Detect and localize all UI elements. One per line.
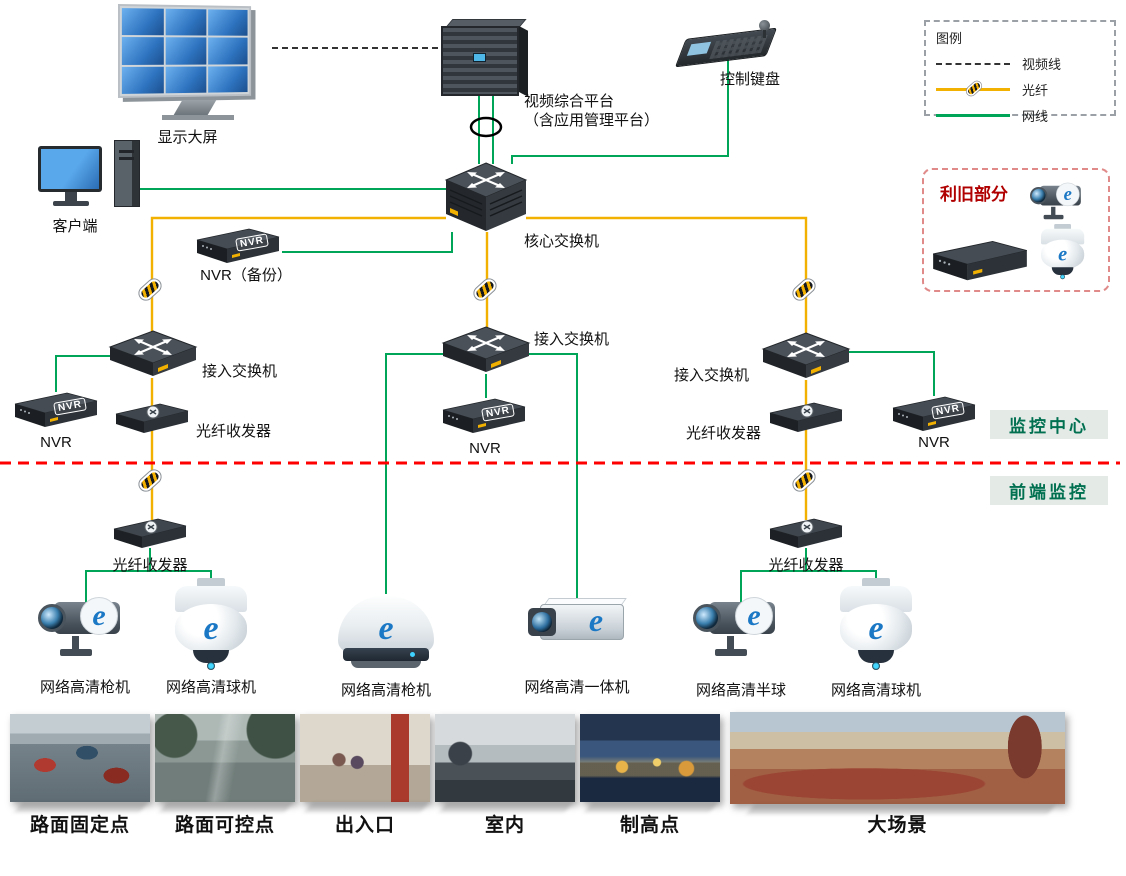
core-switch-label: 核心交换机 (524, 233, 600, 250)
reuse-ball-camera: e (1038, 224, 1087, 280)
legend-item-fiber: 光纤 (936, 78, 1104, 99)
fiber-transceiver-mc-left-label: 光纤收发器 (196, 423, 272, 440)
scene-photo-entrance (300, 714, 430, 802)
fiber-transceiver-fe-right-label: 光纤收发器 (768, 557, 844, 574)
scene-label-3: 出入口 (334, 815, 395, 836)
scene-label-4: 室内 (484, 815, 525, 836)
joystick-icon (759, 20, 770, 38)
scene-label-5: 制高点 (619, 815, 680, 836)
camera-label-2: 网络高清球机 (165, 679, 256, 696)
client-pc-device (38, 140, 148, 214)
legend-item-video-line: 视频线 (936, 54, 1104, 73)
zone-monitoring-center: 监控中心 (990, 410, 1108, 439)
fiber-transceiver-mc-left-device (115, 403, 189, 440)
core-switch-device (444, 161, 528, 237)
scene-label-2: 路面可控点 (174, 815, 275, 836)
net-accessL-nvrL (55, 355, 112, 392)
camera-label-1: 网络高清枪机 (39, 679, 130, 696)
access-switch-right-label: 接入交换机 (674, 367, 750, 384)
fiber-connector-icon (135, 465, 165, 496)
nvr-right-device: NVR (892, 396, 976, 439)
fiber-connector-icon (135, 274, 165, 305)
network-line-sample (936, 114, 1010, 117)
scene-label-6: 大场景 (867, 815, 928, 836)
video-line-sample (936, 62, 1010, 65)
camera-ball-2: e (835, 578, 917, 670)
access-switch-center-label: 接入交换机 (534, 331, 610, 348)
access-switch-center-device (441, 325, 531, 379)
nvr-left-label: NVR (40, 434, 72, 451)
reuse-nvr-device (932, 240, 1028, 289)
camera-bullet-2: e (693, 596, 788, 664)
camera-label-5: 网络高清半球 (695, 682, 786, 699)
camera-box-1: e (528, 596, 627, 654)
scene-photo-highpoint (580, 714, 720, 802)
camera-lens-icon (38, 604, 66, 632)
access-switch-left-label: 接入交换机 (202, 363, 278, 380)
camera-dome-1: e (338, 592, 434, 670)
nvr-center-label: NVR (469, 440, 501, 457)
control-keyboard-device (674, 20, 780, 72)
fiber-transceiver-mc-right-label: 光纤收发器 (686, 425, 762, 442)
scene-photo-widescene (730, 712, 1065, 804)
net-accessC-domecam (385, 353, 445, 594)
camera-label-3: 网络高清枪机 (340, 682, 431, 699)
client-label: 客户端 (52, 218, 98, 235)
net-accessC-boxcam (527, 353, 578, 598)
legend-item-network: 网线 (936, 106, 1104, 125)
nvr-center-device: NVR (442, 398, 526, 441)
net-accessR-nvrR (849, 351, 935, 396)
nvr-backup-label: NVR（备份） (200, 267, 292, 284)
camera-lens-icon (693, 604, 721, 632)
reuse-bullet-camera: e (1030, 182, 1089, 224)
display-wall-device (112, 2, 277, 124)
access-switch-left-device (108, 329, 198, 383)
video-platform-label: 视频综合平台 （含应用管理平台） (524, 93, 660, 129)
fiber-line-sample (936, 78, 1010, 99)
fiber-transceiver-mc-right-device (769, 402, 843, 439)
legend-box: 图例 视频线 光纤 网线 (924, 20, 1116, 124)
legend-title: 图例 (936, 31, 963, 46)
scene-photo-road-controllable (155, 714, 295, 802)
camera-bullet-1: e (38, 596, 133, 664)
aggregation-ring-icon (469, 116, 503, 138)
pc-tower-icon (114, 140, 140, 207)
display-wall-label: 显示大屏 (157, 129, 218, 146)
video-wall-screens (118, 4, 252, 98)
fiber-transceiver-fe-left-label: 光纤收发器 (112, 557, 188, 574)
camera-label-4: 网络高清一体机 (524, 679, 630, 696)
fiber-connector-icon (963, 78, 985, 99)
scene-photo-indoor (435, 714, 575, 802)
fiber-connector-icon (789, 465, 819, 496)
fiber-transceiver-fe-right-device (769, 518, 843, 555)
camera-lens-icon (528, 608, 556, 636)
fiber-connector-icon (470, 274, 500, 305)
scene-photo-road-fixed (10, 714, 150, 802)
camera-label-6: 网络高清球机 (830, 682, 921, 699)
nvr-left-device: NVR (14, 392, 98, 435)
nvr-right-label: NVR (918, 434, 950, 451)
camera-ball-1: e (170, 578, 252, 670)
reuse-section-title: 利旧部分 (940, 185, 1008, 204)
control-keyboard-label: 控制键盘 (719, 71, 780, 88)
access-switch-right-device (761, 331, 851, 385)
net-core-nvr-backup (282, 232, 453, 253)
reuse-section-box: 利旧部分 e e (922, 168, 1110, 292)
fiber-connector-icon (789, 274, 819, 305)
zone-front-end: 前端监控 (990, 476, 1108, 505)
camera-lens-icon (1030, 186, 1048, 205)
video-platform-device (441, 19, 528, 97)
fiber-transceiver-fe-left-device (113, 518, 187, 555)
scene-label-1: 路面固定点 (29, 815, 130, 836)
